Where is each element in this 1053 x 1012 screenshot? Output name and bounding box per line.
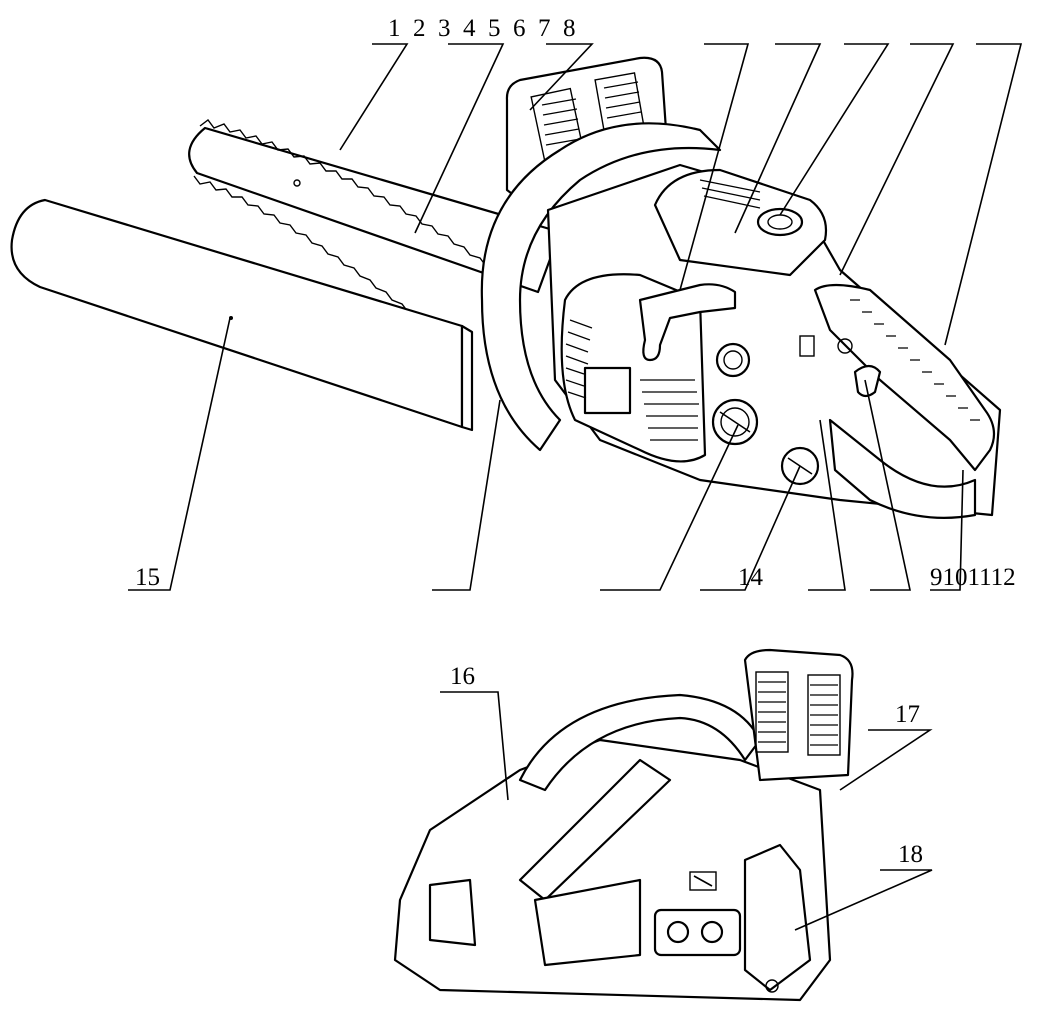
chainsaw-rear-view: 16 17 18 [393, 648, 933, 1002]
label-7: 7 [538, 15, 551, 42]
label-15: 15 [135, 564, 160, 591]
front-handle [480, 122, 722, 452]
bottom-part-labels: 15 14 91​01112 [135, 564, 1016, 591]
label-2: 2 [413, 15, 426, 42]
label-6: 6 [513, 15, 526, 42]
top-leader-lines [339, 43, 1023, 346]
bottom-leader-lines [128, 317, 964, 591]
label-1: 1 [388, 15, 401, 42]
label-18: 18 [898, 841, 923, 868]
guide-bar-with-chain [188, 119, 562, 339]
label-16: 16 [450, 663, 475, 690]
chainsaw-side-view: 1 2 3 4 5 6 7 8 15 14 91​01112 [10, 15, 1023, 591]
label-8: 8 [563, 15, 576, 42]
label-4: 4 [463, 15, 476, 42]
label-9-13: 91​01112 [930, 564, 1016, 591]
label-14: 14 [738, 564, 764, 591]
label-17: 17 [895, 701, 920, 728]
engine-housing [546, 163, 1002, 517]
top-part-labels: 1 2 3 4 5 6 7 8 [388, 15, 576, 42]
rear-handle [799, 283, 996, 519]
bar-scabbard [10, 198, 474, 432]
label-5: 5 [488, 15, 501, 42]
label-3: 3 [438, 15, 451, 42]
